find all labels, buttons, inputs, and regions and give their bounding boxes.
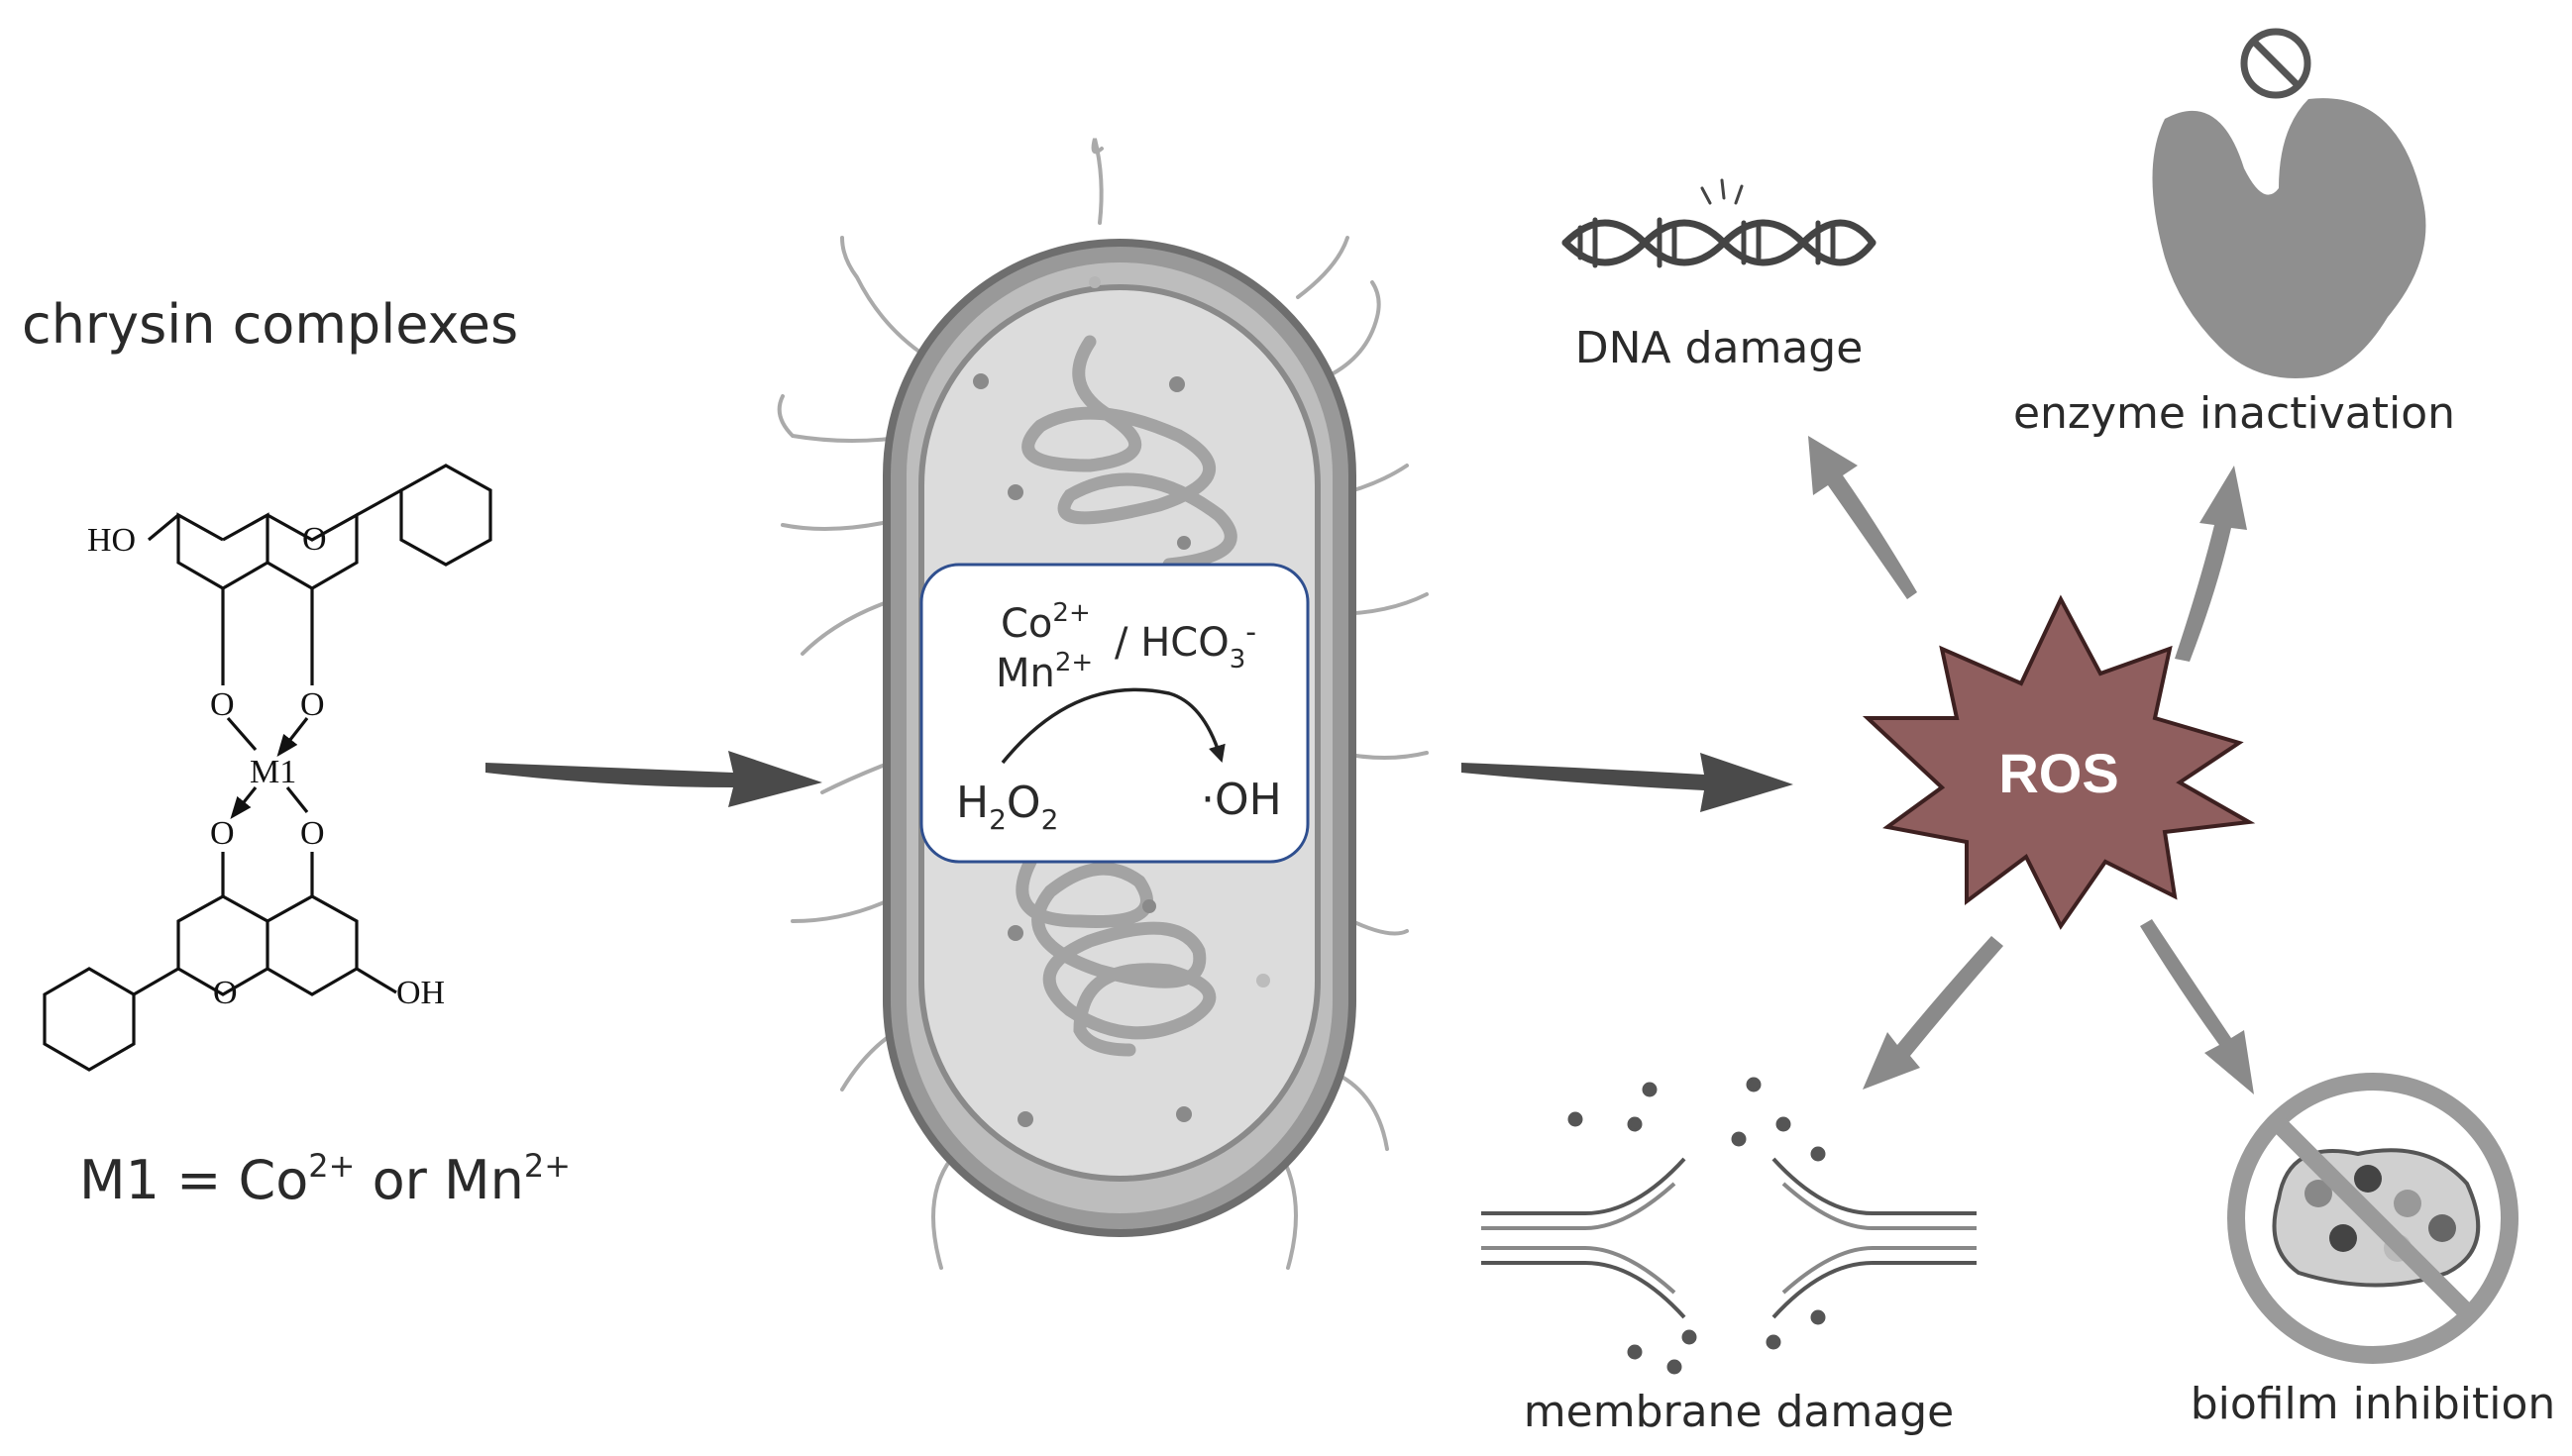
dna-damage-label: DNA damage bbox=[1575, 323, 1864, 373]
no-symbol-icon bbox=[2240, 28, 2311, 99]
atom-o-ring-top: O bbox=[302, 521, 327, 558]
metal-formula: M1 = Co2+ or Mn2+ bbox=[79, 1147, 571, 1211]
arrow-cell-to-ros bbox=[1461, 753, 1793, 812]
biofilm-icon bbox=[2227, 1073, 2518, 1364]
membrane-icon bbox=[1481, 1077, 1977, 1375]
enzyme-inactivation-label: enzyme inactivation bbox=[2013, 388, 2455, 439]
catalyst-mn: Mn2+ bbox=[996, 648, 1093, 696]
product-oh: ·OH bbox=[1201, 775, 1282, 825]
biofilm-inhibition-label: biofilm inhibition bbox=[2191, 1379, 2556, 1429]
reaction-arrow bbox=[1001, 687, 1226, 765]
bacterium: Co2+ Mn2+ / HCO3- H2O2 ·OH bbox=[777, 138, 1429, 1270]
atom-o-carbonyl-bottom: O bbox=[210, 815, 235, 852]
membrane-damage-label: membrane damage bbox=[1524, 1387, 1954, 1437]
atom-ho: HO bbox=[87, 522, 136, 559]
atom-o-phenol-top: O bbox=[210, 686, 235, 723]
ros-arrows bbox=[1808, 436, 2254, 1094]
chrysin-title: chrysin complexes bbox=[22, 293, 518, 356]
chrysin-structure bbox=[43, 464, 492, 1072]
enzyme-icon bbox=[2152, 28, 2426, 379]
catalyst-co: Co2+ bbox=[1001, 598, 1091, 647]
arrow-complex-to-cell bbox=[485, 751, 822, 807]
reactant-h2o2: H2O2 bbox=[956, 778, 1058, 836]
atom-o-carbonyl-top: O bbox=[300, 686, 325, 723]
catalyst-hco3: / HCO3- bbox=[1115, 615, 1256, 675]
atom-m1: M1 bbox=[250, 754, 296, 790]
ros-burst: ROS bbox=[1862, 594, 2256, 930]
reaction-box: Co2+ Mn2+ / HCO3- H2O2 ·OH bbox=[919, 563, 1310, 864]
atom-oh: OH bbox=[396, 975, 445, 1011]
atom-o-ring-bottom: O bbox=[213, 975, 238, 1011]
ros-label: ROS bbox=[1998, 742, 2118, 804]
atom-o-phenol-bottom: O bbox=[300, 815, 325, 852]
dna-icon bbox=[1561, 178, 1876, 268]
